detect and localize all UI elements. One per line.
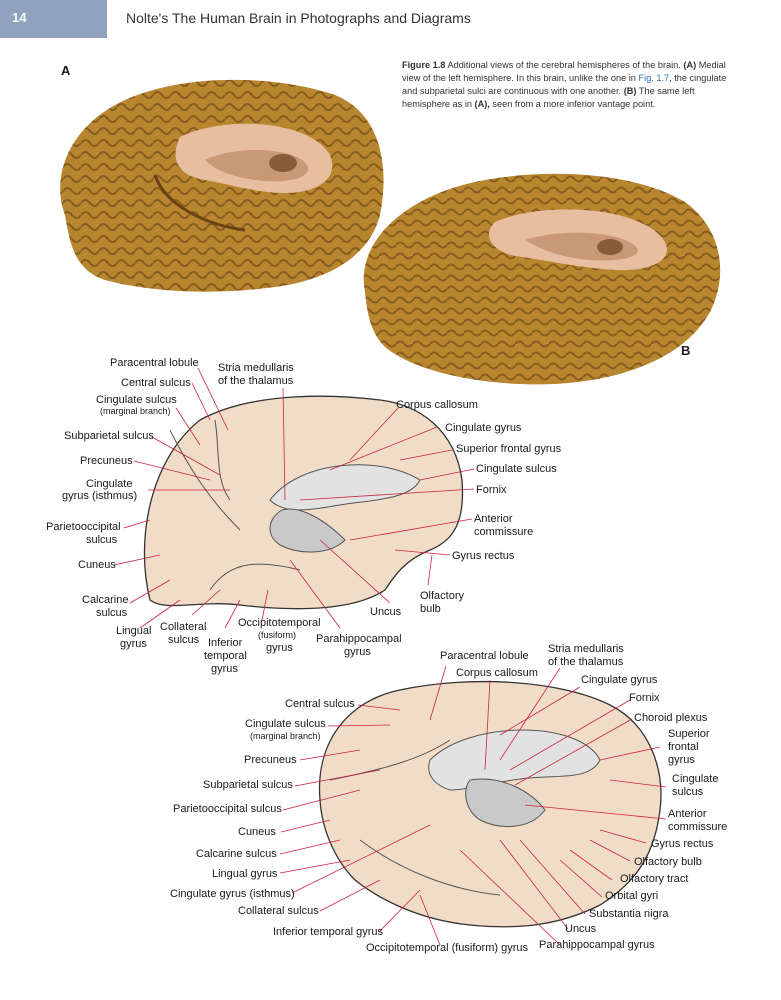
label-b-central-sulcus: Central sulcus [285,698,355,710]
label-b-cingulate-gyrus-isthmus: Cingulate gyrus (isthmus) [170,888,295,900]
label-b-superior-frontal-gyrus: Superior [668,728,710,740]
label-b-anterior-commissure: Anterior [668,808,707,820]
label-a-fornix: Fornix [476,484,507,496]
panel-b-letter: B [681,343,691,358]
label-a-marginal-branch: (marginal branch) [100,406,171,416]
label-b-anterior-commissure-2: commissure [668,821,727,833]
label-a-cingulate-sulcus-2: Cingulate sulcus [476,463,557,475]
label-b-choroid-plexus: Choroid plexus [634,712,708,724]
label-b-orbital-gyri: Orbital gyri [605,890,658,902]
label-a-collateral-sulcus: Collateral [160,621,206,633]
page-number-box: 14 [0,0,107,38]
label-b-stria-medullaris: Stria medullaris [548,643,624,655]
label-b-olfactory-tract: Olfactory tract [620,873,688,885]
label-b-gyrus-rectus: Gyrus rectus [651,838,714,850]
label-b-cingulate-sulcus: Cingulate sulcus [245,718,326,730]
label-b-cingulate-sulcus-3: sulcus [672,786,704,798]
caption-text-2: Medial view of the left hemisphere. In t… [402,60,726,83]
label-b-cingulate-sulcus-2: Cingulate [672,773,718,785]
figure-caption: Figure 1.8 Additional views of the cereb… [402,59,732,111]
label-b-parietooccipital-sulcus: Parietooccipital sulcus [173,803,282,815]
label-b-collateral-sulcus: Collateral sulcus [238,905,319,917]
label-a-stria-medullaris-2: of the thalamus [218,375,294,387]
label-a-stria-medullaris: Stria medullaris [218,362,294,374]
label-a-central-sulcus: Central sulcus [121,377,191,389]
label-b-olfactory-bulb: Olfactory bulb [634,856,702,868]
label-b-corpus-callosum: Corpus callosum [456,667,538,679]
label-b-parahippocampal-gyrus: Parahippocampal gyrus [539,939,655,951]
label-b-superior-frontal-gyrus-3: gyrus [668,754,695,766]
running-title: Nolte's The Human Brain in Photographs a… [126,10,471,26]
label-b-cingulate-gyrus: Cingulate gyrus [581,674,658,686]
label-a-cingulate-isthmus-2: gyrus (isthmus) [62,490,137,502]
label-b-stria-medullaris-2: of the thalamus [548,656,624,668]
brain-photo-b [363,173,721,385]
label-a-anterior-commissure-2: commissure [474,526,533,538]
label-a-calcarine-sulcus: Calcarine [82,594,128,606]
label-a-cingulate-isthmus: Cingulate [86,478,132,490]
label-a-anterior-commissure: Anterior [474,513,513,525]
label-a-precuneus: Precuneus [80,455,133,467]
label-a-uncus: Uncus [370,606,402,618]
label-a-inferior-temporal-gyrus: Inferior [208,637,243,649]
figure-label: Figure 1.8 [402,60,446,70]
label-a-lingual-gyrus-2: gyrus [120,638,147,650]
label-a-inferior-temporal-gyrus-2: temporal [204,650,247,662]
label-b-precuneus: Precuneus [244,754,297,766]
caption-a-label: (A) [683,60,697,70]
label-b-superior-frontal-gyrus-2: frontal [668,741,699,753]
caption-text-1: Additional views of the cerebral hemisph… [447,60,681,70]
label-a-parietooccipital-2: sulcus [86,534,118,546]
label-a-calcarine-sulcus-2: sulcus [96,607,128,619]
label-a-parahippocampal-gyrus-2: gyrus [344,646,371,658]
label-a-lingual-gyrus: Lingual [116,625,151,637]
diagram-b: Paracentral lobule Stria medullaris of t… [170,643,727,954]
label-a-olfactory-bulb-2: bulb [420,603,441,615]
label-a-occipitotemporal-gyrus-3: gyrus [266,642,293,654]
page-header: 14 Nolte's The Human Brain in Photograph… [0,0,781,38]
label-a-subparietal-sulcus: Subparietal sulcus [64,430,154,442]
label-a-gyrus-rectus: Gyrus rectus [452,550,515,562]
label-b-calcarine-sulcus: Calcarine sulcus [196,848,277,860]
label-a-superior-frontal-gyrus: Superior frontal gyrus [456,443,562,455]
label-a-paracentral-lobule: Paracentral lobule [110,357,199,369]
label-a-cingulate-gyrus: Cingulate gyrus [445,422,522,434]
caption-text-3: , the cingulate and subparietal sulci ar… [402,73,727,96]
label-a-cingulate-sulcus: Cingulate sulcus [96,394,177,406]
label-a-cuneus: Cuneus [78,559,116,571]
label-b-paracentral-lobule: Paracentral lobule [440,650,529,662]
label-b-subparietal-sulcus: Subparietal sulcus [203,779,293,791]
label-b-inferior-temporal-gyrus: Inferior temporal gyrus [273,926,384,938]
caption-b-label: (B) [623,86,637,96]
label-a-olfactory-bulb: Olfactory [420,590,465,602]
caption-a-ref: (A), [474,99,490,109]
label-b-substantia-nigra: Substantia nigra [589,908,669,920]
label-a-collateral-sulcus-2: sulcus [168,634,200,646]
label-a-inferior-temporal-gyrus-3: gyrus [211,663,238,675]
label-b-fornix: Fornix [629,692,660,704]
label-b-occipitotemporal-gyrus: Occipitotemporal (fusiform) gyrus [366,942,528,954]
label-b-uncus: Uncus [565,923,597,935]
label-b-marginal-branch: (marginal branch) [250,731,321,741]
panel-a-letter: A [61,63,71,78]
label-a-fusiform: (fusiform) [258,630,296,640]
label-b-lingual-gyrus: Lingual gyrus [212,868,278,880]
page-number: 14 [12,10,27,25]
label-a-parahippocampal-gyrus: Parahippocampal [316,633,402,645]
caption-text-5: seen from a more inferior vantage point. [492,99,656,109]
figure-reference-link[interactable]: Fig. 1.7 [638,73,670,83]
label-b-cuneus: Cuneus [238,826,276,838]
brain-photo-a [60,79,384,292]
label-a-occipitotemporal-gyrus: Occipitotemporal [238,617,321,629]
caption-text-4: The same left hemisphere as in [402,86,695,109]
diagram-a: Paracentral lobule Stria medullaris of t… [46,357,562,675]
label-a-parietooccipital: Parietooccipital [46,521,121,533]
label-a-corpus-callosum: Corpus callosum [396,399,478,411]
